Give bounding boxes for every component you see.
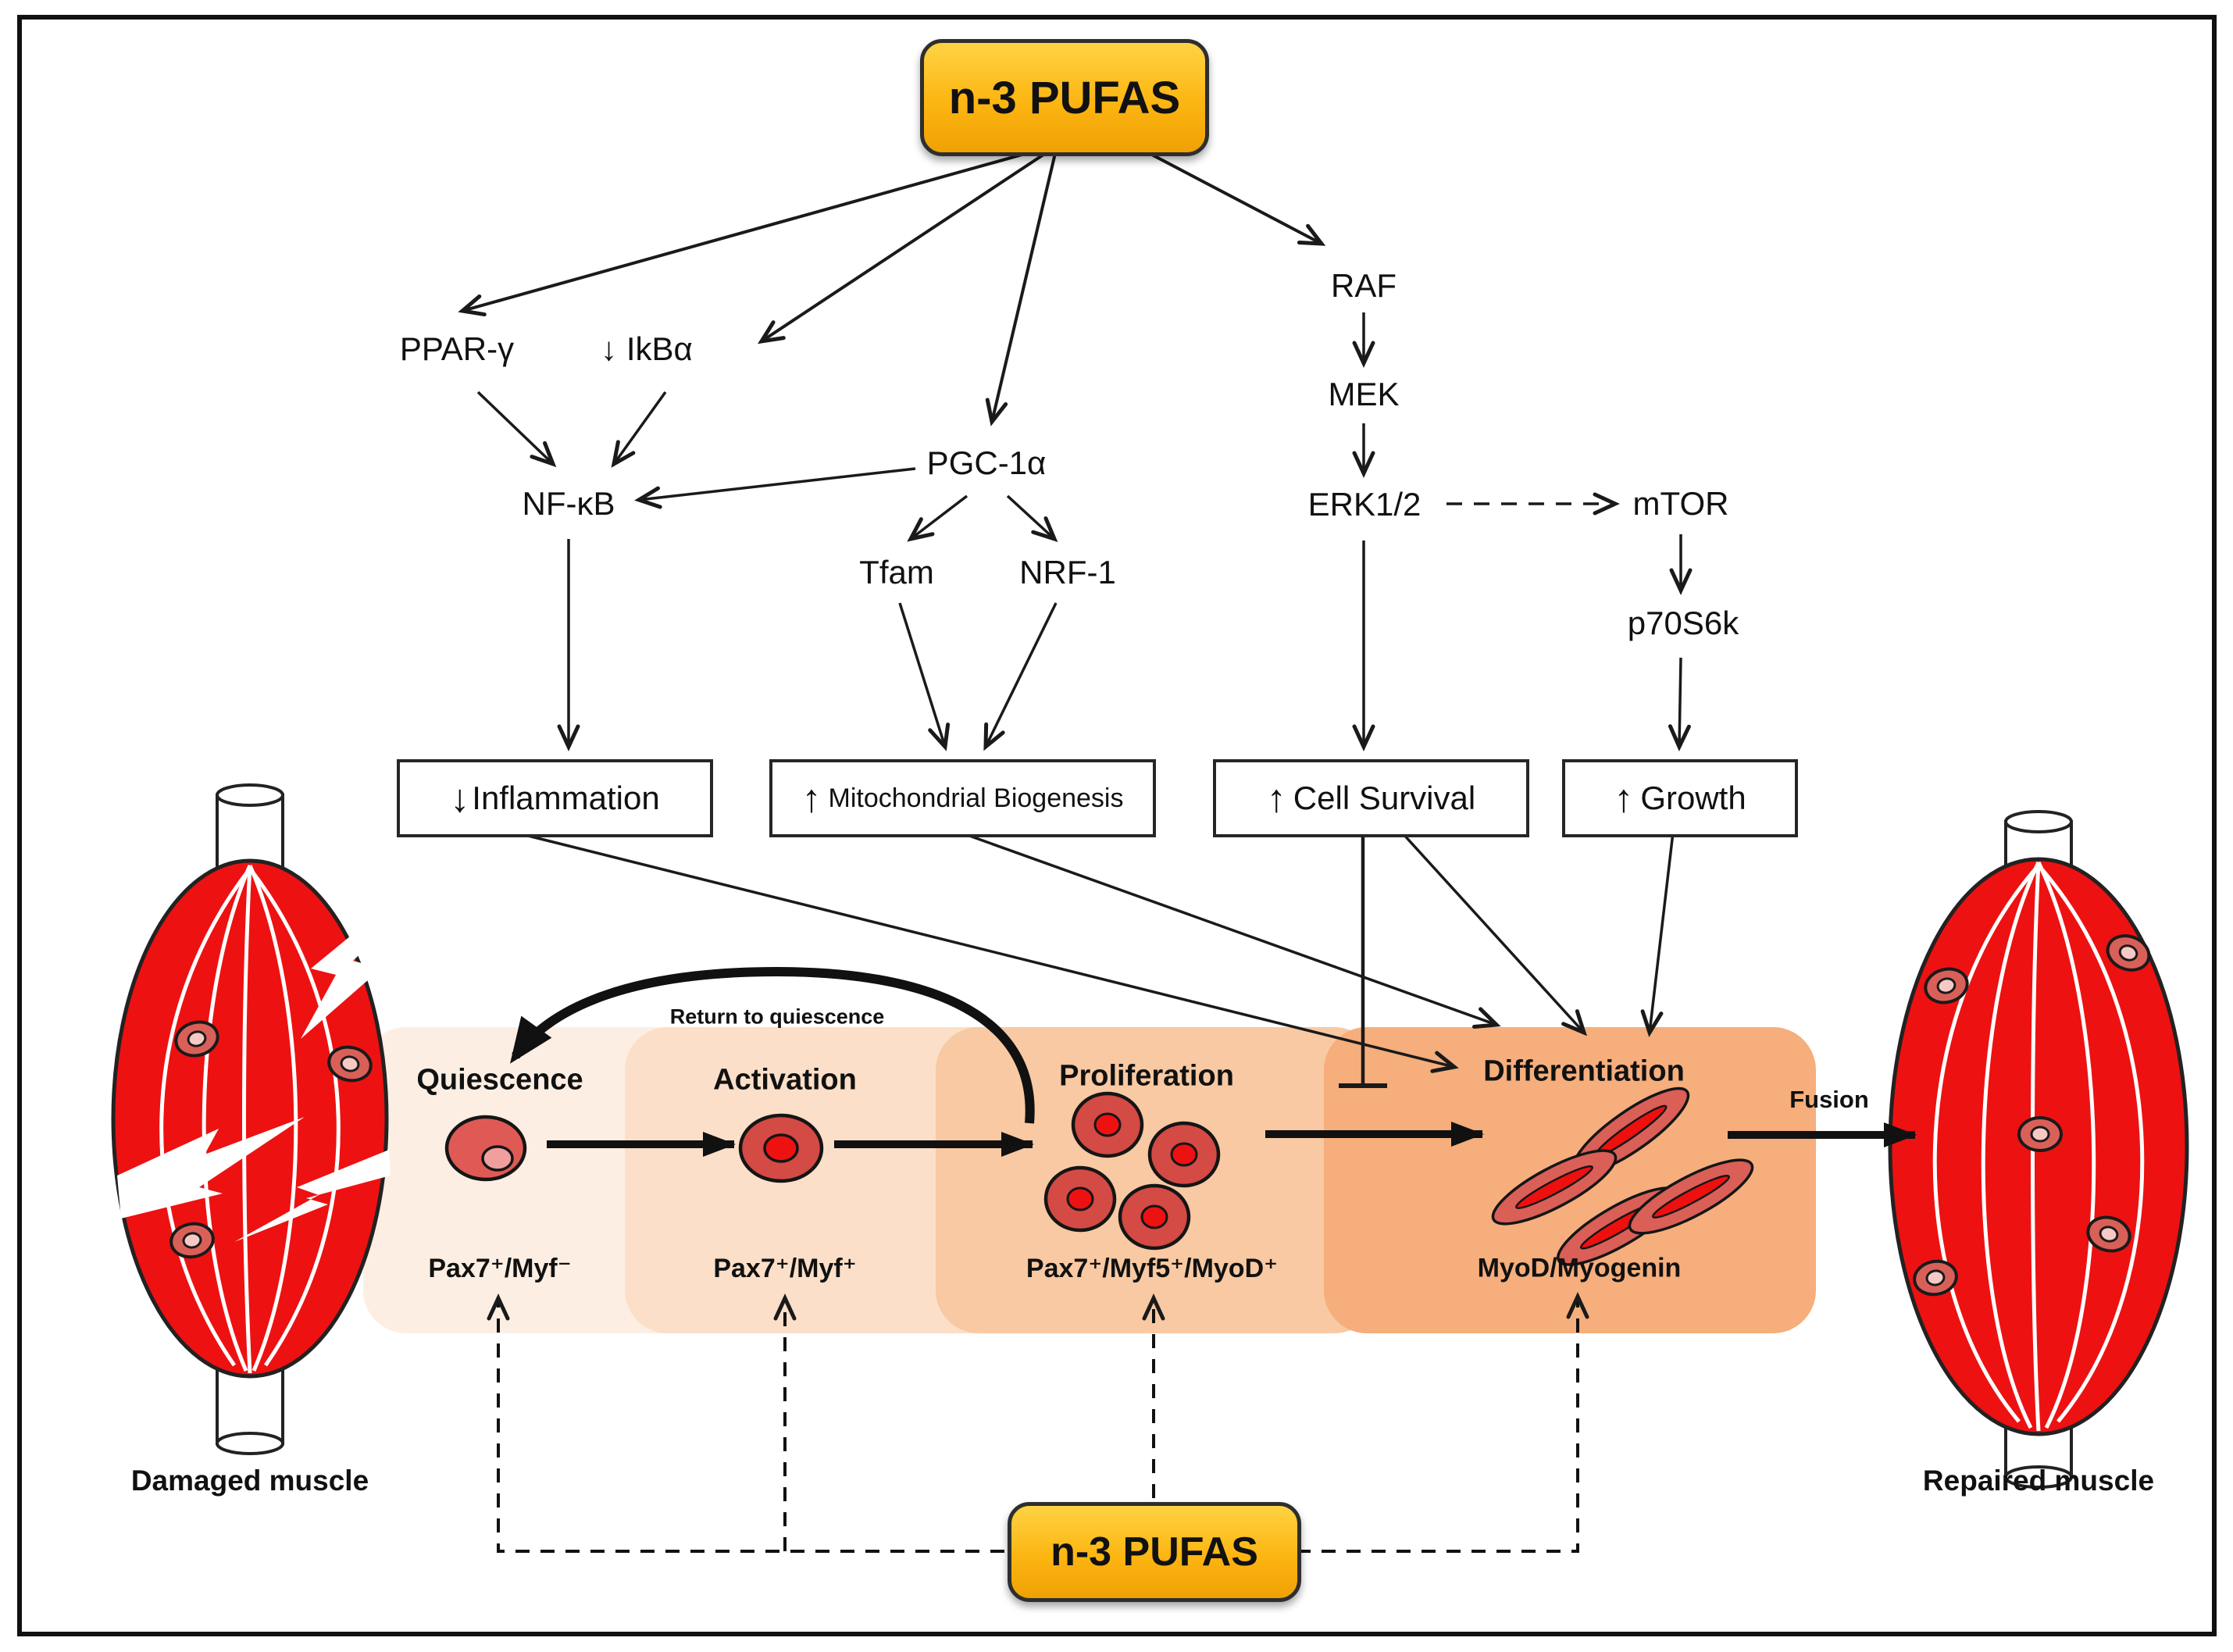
n3-pufas-source-top: n-3 PUFAS — [920, 39, 1209, 156]
node-p70s6k: p70S6k — [1627, 605, 1739, 641]
marker-differentiation: MyoD/Myogenin — [1477, 1253, 1682, 1283]
node-pgc-1a: PGC-1α — [926, 444, 1047, 481]
return-to-quiescence-arc — [509, 966, 1035, 1124]
n3-pufas-source-bottom: n-3 PUFAS — [1008, 1502, 1301, 1602]
outcome-label: Cell Survival — [1293, 780, 1476, 816]
stage-title-quiescence: Quiescence — [416, 1063, 583, 1097]
node-mek: MEK — [1328, 376, 1400, 412]
outcome-label: Inflammation — [472, 780, 660, 816]
stage-title-activation: Activation — [713, 1063, 857, 1097]
outcome-label: Mitochondrial Biogenesis — [828, 783, 1124, 813]
stage-title-proliferation: Proliferation — [1059, 1059, 1234, 1093]
up-arrow-icon: ↑ — [801, 776, 822, 820]
up-arrow-icon: ↑ — [1614, 776, 1634, 820]
differentiated-myotubes — [1491, 1086, 1754, 1266]
outcome-box-cell-survival: ↑ Cell Survival — [1213, 759, 1529, 837]
node-erk12: ERK1/2 — [1307, 486, 1421, 523]
pathway-arrows — [458, 143, 1693, 1088]
proliferating-cells — [1043, 1091, 1221, 1251]
repaired-muscle-illustration — [1888, 810, 2189, 1489]
return-to-quiescence-label: Return to quiescence — [669, 1004, 885, 1029]
stage-title-differentiation: Differentiation — [1483, 1054, 1685, 1088]
muscle-tear-icon — [117, 894, 422, 1242]
outcome-box-growth: ↑ Growth — [1562, 759, 1798, 837]
quiescent-cell — [444, 1115, 527, 1182]
marker-proliferation: Pax7⁺/Myf5⁺/MyoD⁺ — [1026, 1254, 1279, 1283]
node-tfam: Tfam — [859, 554, 934, 591]
activated-cell — [738, 1113, 824, 1183]
damaged-muscle-label: Damaged muscle — [130, 1465, 369, 1497]
figure-border — [17, 15, 2217, 1636]
node-nrf-1: NRF-1 — [1019, 554, 1116, 591]
repaired-muscle-label: Repaired muscle — [1922, 1465, 2155, 1497]
n3-pufas-label: n-3 PUFAS — [1051, 1529, 1258, 1575]
down-arrow-icon: ↓ — [450, 776, 470, 820]
node-ppar-gamma: PPAR-γ — [399, 330, 515, 367]
outcome-label: Growth — [1640, 780, 1746, 816]
damaged-muscle-illustration — [111, 783, 422, 1455]
satellite-cells — [169, 1020, 373, 1259]
n3-pufas-label: n-3 PUFAS — [948, 72, 1181, 123]
stage-progression-arrows — [547, 1122, 1917, 1157]
marker-quiescence: Pax7⁺/Myf⁻ — [428, 1254, 572, 1283]
node-ikb-alpha: ↓ IkBα — [601, 330, 693, 367]
node-mtor: mTOR — [1632, 485, 1729, 522]
fusion-label: Fusion — [1789, 1086, 1869, 1113]
node-raf: RAF — [1331, 267, 1397, 304]
satellite-cells — [1913, 934, 2151, 1297]
marker-activation: Pax7⁺/Myf⁺ — [713, 1254, 857, 1283]
up-arrow-icon: ↑ — [1266, 776, 1286, 820]
node-nf-kb: NF-κB — [522, 485, 615, 522]
pufas-dashed-connectors — [487, 1292, 1589, 1553]
outcome-box-inflammation: ↓ Inflammation — [397, 759, 713, 837]
outcome-box-mitochondrial-biogenesis: ↑ Mitochondrial Biogenesis — [769, 759, 1156, 837]
